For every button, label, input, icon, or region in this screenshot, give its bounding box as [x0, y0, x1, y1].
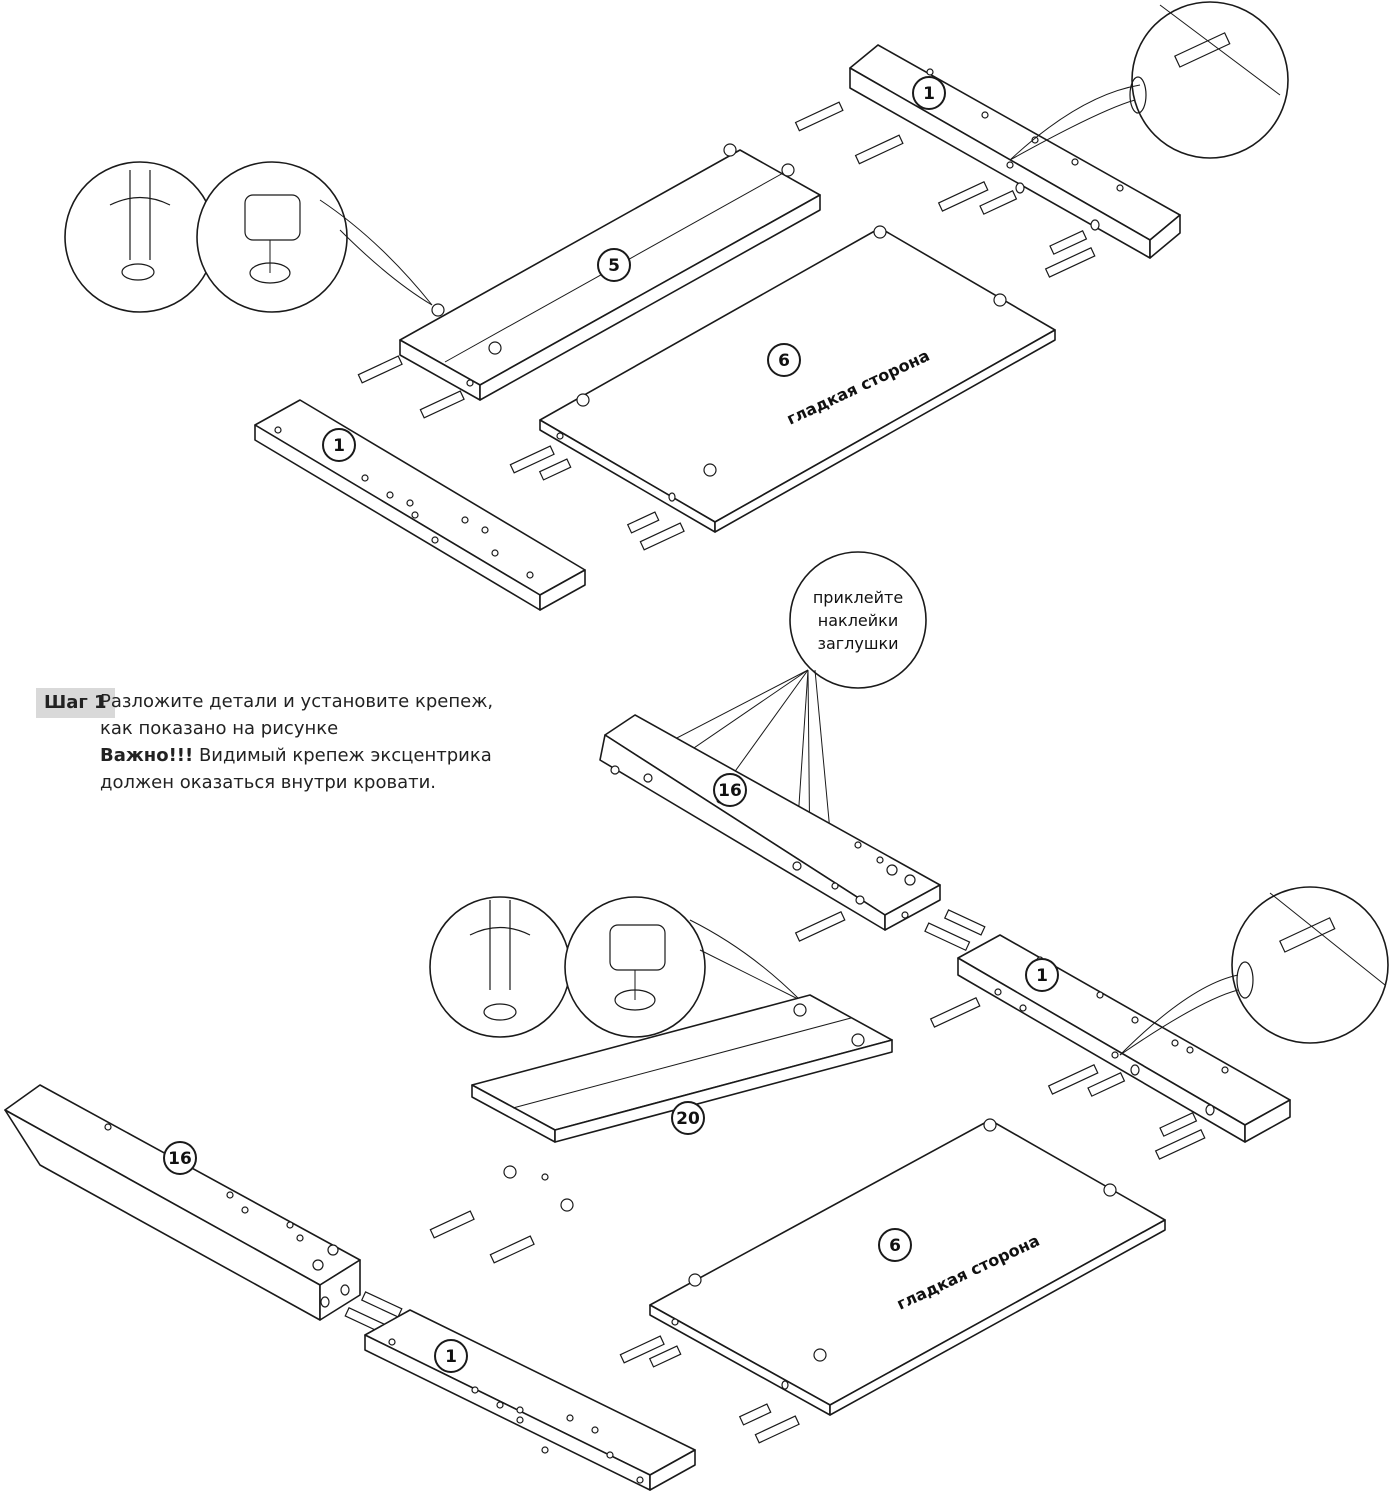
badge-label: 20	[676, 1109, 700, 1129]
step-label: Шаг 1	[36, 688, 115, 718]
panel-6-top	[539, 225, 1056, 533]
badge-label: 1	[1036, 966, 1048, 986]
beam-16-mid	[599, 714, 941, 931]
bolts-panel-6-bottom	[619, 1335, 800, 1444]
badge-label: 1	[333, 436, 345, 456]
step-line-3: Важно!!! Видимый крепеж эксцентрика	[100, 742, 560, 769]
step-line-2: как показано на рисунке	[100, 718, 339, 739]
important-text: Видимый крепеж эксцентрика	[193, 745, 492, 766]
badge-label: 5	[608, 256, 620, 276]
step-text: Разложите детали и установите крепеж, ка…	[100, 688, 560, 796]
badge-label: 1	[923, 84, 935, 104]
detail-circles-mid-left	[429, 896, 801, 1038]
bolts-beam-16-mid	[794, 909, 986, 952]
badge-rail-top-right: 1	[912, 76, 946, 110]
panel-20	[471, 994, 893, 1212]
panel-6-bottom	[649, 1118, 1166, 1416]
badge-rail-bottom: 1	[434, 1339, 468, 1373]
badge-panel-5: 5	[597, 248, 631, 282]
detail-circle-mid-right	[1119, 886, 1389, 1056]
badge-label: 1	[445, 1347, 457, 1367]
important-label: Важно!!!	[100, 745, 194, 766]
bolts-panel-5	[357, 355, 465, 419]
badge-panel-6-bottom: 6	[878, 1228, 912, 1262]
step-line-4: должен оказаться внутри кровати.	[100, 772, 437, 793]
badge-label: 6	[778, 351, 790, 371]
badge-panel-6-top: 6	[767, 343, 801, 377]
bolts-mid-rail	[929, 997, 1206, 1160]
badge-label: 16	[168, 1149, 192, 1169]
badge-beam-16-mid: 16	[713, 773, 747, 807]
badge-rail-mid-right: 1	[1025, 958, 1059, 992]
rail-bottom	[364, 1309, 696, 1491]
callout-line-1: приклейте	[813, 588, 903, 607]
detail-circles-top-left	[64, 161, 433, 313]
rail-top-right	[849, 44, 1181, 259]
badge-label: 16	[718, 781, 742, 801]
badge-beam-16-left: 16	[163, 1141, 197, 1175]
bolts-top-right	[794, 101, 1096, 278]
badge-rail-top-left: 1	[322, 428, 356, 462]
badge-label: 6	[889, 1236, 901, 1256]
bolts-panel-20	[429, 1210, 535, 1264]
step-line-1: Разложите детали и установите крепеж,	[100, 691, 494, 712]
beam-16-left	[4, 1084, 361, 1321]
bolts-panel-6-top	[509, 445, 685, 551]
badge-panel-20: 20	[671, 1101, 705, 1135]
detail-circle-top-right	[1009, 1, 1289, 161]
rail-top-left	[254, 399, 586, 611]
callout-line-2: наклейки	[818, 611, 898, 630]
callout-line-3: заглушки	[817, 634, 898, 653]
